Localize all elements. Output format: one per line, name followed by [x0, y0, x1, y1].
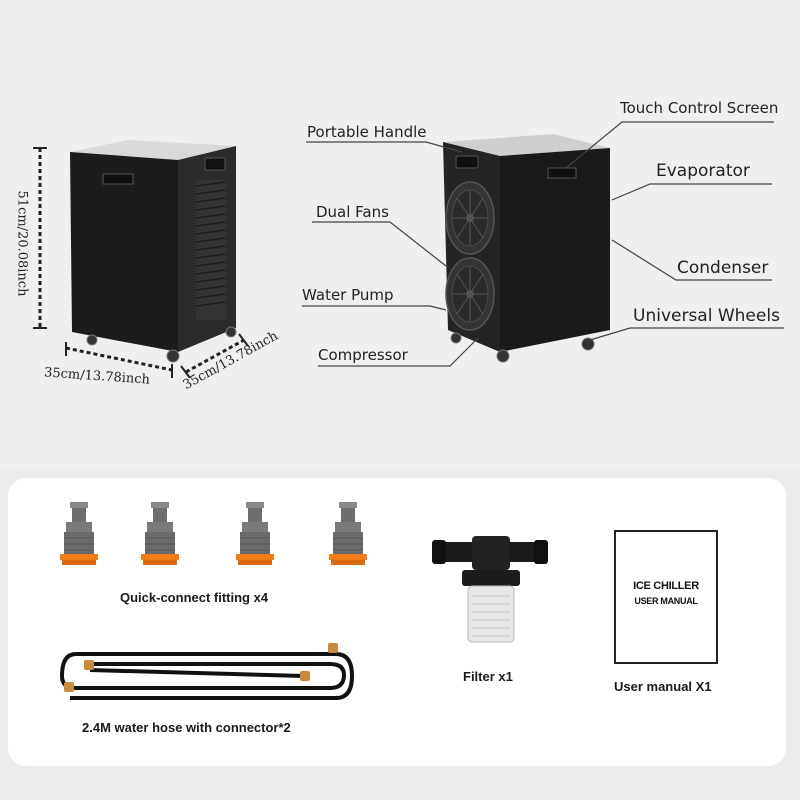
callout-compressor: Compressor	[318, 346, 408, 364]
callout-dual-fans: Dual Fans	[316, 203, 389, 221]
chiller-unit-rear-view	[302, 121, 784, 367]
callout-evaporator: Evaporator	[656, 161, 750, 181]
callout-condenser: Condenser	[677, 258, 769, 278]
callout-water-pump: Water Pump	[302, 286, 394, 304]
manual-cover-subtitle: USER MANUAL	[634, 596, 698, 606]
chiller-unit-front-view	[33, 140, 249, 379]
hose-label: 2.4M water hose with connector*2	[82, 720, 291, 735]
user-manual-icon: ICE CHILLER USER MANUAL	[614, 530, 718, 664]
fitting-label: Quick-connect fitting x4	[120, 590, 269, 605]
callout-portable-handle: Portable Handle	[307, 123, 427, 141]
manual-cover-title: ICE CHILLER	[633, 580, 699, 592]
callout-touch-control-screen: Touch Control Screen	[620, 99, 779, 117]
callout-universal-wheels: Universal Wheels	[633, 306, 780, 326]
manual-label: User manual X1	[614, 679, 712, 694]
filter-label: Filter x1	[463, 669, 513, 684]
